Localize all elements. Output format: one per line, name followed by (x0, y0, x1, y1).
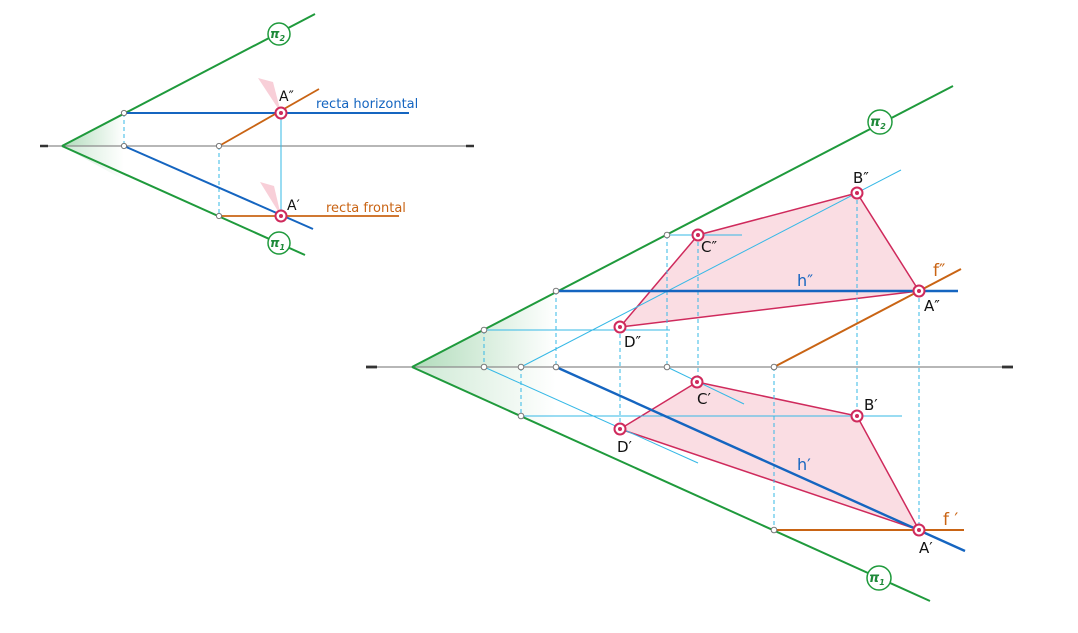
left-node (120, 142, 128, 150)
frontal-line-f-v (773, 268, 962, 368)
point-B-v-label: B″ (853, 169, 869, 187)
left-node (215, 142, 223, 150)
right-node (770, 363, 778, 371)
left-figure: A″ A′ recta horizontal recta frontal π2 … (40, 13, 474, 256)
point-C-v-marker (691, 228, 705, 242)
point-B-h-marker (850, 409, 864, 423)
right-plane-h-badge: π1 (866, 565, 892, 591)
right-figure: B″ C″ A″ D″ C′ B′ D′ A′ h″ h′ f″ f ′ π2 … (366, 85, 1013, 602)
point-D-h-label: D′ (617, 438, 633, 456)
line-h-h-label: h′ (797, 455, 811, 474)
point-B-v-marker (850, 186, 864, 200)
left-frontal-line-label: recta frontal (326, 201, 406, 216)
point-D-v-label: D″ (624, 333, 642, 351)
svg-text:π1: π1 (270, 236, 285, 252)
horizontal-line-h-h (555, 365, 966, 553)
point-C-h-marker (690, 375, 704, 389)
left-point-A-v-label: A″ (279, 89, 294, 105)
right-node (480, 363, 488, 371)
left-plane-h-badge: π1 (267, 231, 291, 255)
line-f-v-label: f″ (933, 261, 945, 281)
point-A-h-label: A′ (919, 539, 933, 557)
right-node (770, 526, 778, 534)
point-A-h-marker (912, 523, 926, 537)
right-plane-v-badge: π2 (867, 109, 893, 135)
right-node (552, 363, 560, 371)
left-point-A-h-label: A′ (287, 198, 300, 214)
point-A-v-label: A″ (924, 297, 940, 315)
left-node (215, 212, 223, 220)
construction-line (483, 366, 699, 464)
right-node (552, 287, 560, 295)
line-h-v-label: h″ (797, 271, 813, 290)
left-plane-v-badge: π2 (267, 22, 291, 46)
construction-line (520, 169, 902, 368)
line-f-h-label: f ′ (943, 510, 958, 530)
point-C-v-label: C″ (701, 238, 717, 256)
left-point-A-v-marker (274, 106, 288, 120)
left-highlight-A-v (258, 78, 281, 113)
point-B-h-label: B′ (864, 396, 878, 414)
point-D-v-marker (613, 320, 627, 334)
construction-line (666, 366, 745, 405)
point-A-v-marker (912, 284, 926, 298)
svg-text:π2: π2 (870, 115, 886, 131)
polygon-vertical-projection (618, 192, 921, 328)
right-node (480, 326, 488, 334)
point-C-h-label: C′ (697, 390, 711, 408)
svg-text:π2: π2 (270, 27, 286, 43)
point-D-h-marker (613, 422, 627, 436)
left-horizontal-line-label: recta horizontal (316, 97, 418, 112)
left-frontal-line-v (218, 88, 320, 147)
right-node (517, 412, 525, 420)
left-plane-horizontal-shading (62, 146, 124, 180)
right-plane-horizontal-trace (411, 366, 931, 602)
svg-text:π1: π1 (869, 571, 885, 587)
left-plane-horizontal-trace (61, 145, 306, 256)
left-node (120, 109, 128, 117)
left-point-A-h-marker (274, 209, 288, 223)
left-highlight-A-h (260, 182, 281, 216)
right-node (663, 231, 671, 239)
right-plane-vertical-trace (411, 85, 954, 368)
right-node (517, 363, 525, 371)
right-node (663, 363, 671, 371)
